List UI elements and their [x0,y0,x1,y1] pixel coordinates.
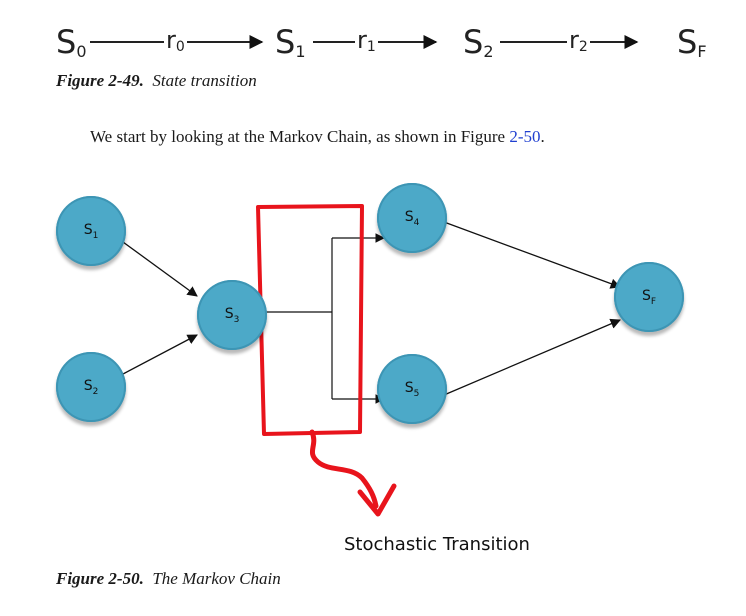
node-label: S4 [404,208,420,228]
reward-r0: r0 [164,26,187,55]
figure-caption-2-50: Figure 2-50. The Markov Chain [56,569,281,589]
stochastic-squiggle-arrow [309,429,379,509]
node-s2: S2 [56,352,126,422]
body-paragraph: We start by looking at the Markov Chain,… [90,127,545,146]
stochastic-transition-label: Stochastic Transition [344,534,530,555]
edge-s4-sf [443,221,621,289]
node-sf: SF [614,262,684,332]
node-label: S2 [83,377,99,397]
edge-s5-sf [443,318,621,396]
node-s5: S5 [377,354,447,424]
reward-r2: r2 [567,26,590,55]
figure-reference-link[interactable]: 2-50 [509,127,541,146]
node-label: S1 [83,221,99,241]
node-s4: S4 [377,183,447,253]
figure-title: The Markov Chain [152,569,281,588]
node-label: SF [641,287,657,307]
node-label: S5 [404,379,420,399]
reward-r1: r1 [355,26,378,55]
state-s2: S2 [463,23,494,61]
figure-label: Figure 2-49. [56,71,144,90]
edge-s2-s3 [122,334,198,375]
squiggle-arrowhead [357,483,397,517]
edge-s1-s3 [122,241,198,297]
node-s1: S1 [56,196,126,266]
stochastic-highlight-box [256,204,364,436]
node-label: S3 [224,305,240,325]
state-s0: S0 [56,23,87,61]
figure-label: Figure 2-50. [56,569,144,588]
node-s3: S3 [197,280,267,350]
figure-title: State transition [152,71,257,90]
state-sf: SF [677,23,707,61]
figure-caption-2-49: Figure 2-49. State transition [56,71,257,91]
state-s1: S1 [275,23,306,61]
